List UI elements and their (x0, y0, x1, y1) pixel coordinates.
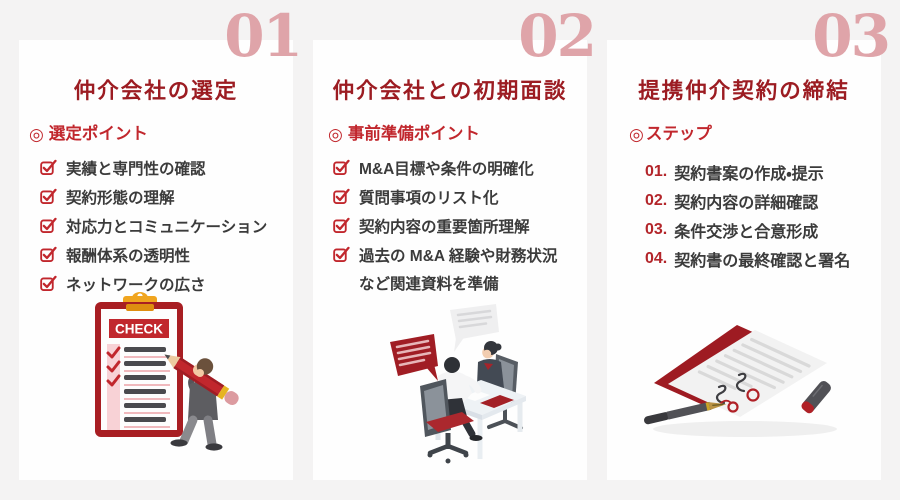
checkbox-check-icon (40, 217, 57, 234)
section-heading: ◎ ステップ (607, 124, 881, 145)
numbered-step-index: 02. (645, 191, 668, 209)
numbered-step-index: 01. (645, 162, 668, 180)
checklist-item-label: 対応力とコミュニケーション (66, 218, 268, 236)
step-panel-1: 01 仲介会社の選定 ◎ 選定ポイント 実績と専門性の確認 契約形態の理解 対応… (19, 7, 303, 480)
checklist: 実績と専門性の確認 契約形態の理解 対応力とコミュニケーション 報酬体系の透明性… (19, 153, 293, 298)
checklist-item-label: 報酬体系の透明性 (66, 247, 191, 265)
numbered-step-label: 契約書案の作成・提示 (674, 165, 824, 183)
numbered-step-index: 04. (645, 249, 668, 267)
checklist-item: 実績と専門性の確認 (40, 153, 293, 182)
checklist: M&A目標や条件の明確化 質問事項のリスト化 契約内容の重要箇所理解 過去の M… (313, 153, 587, 297)
numbered-step: 01. 契約書案の作成・提示 (645, 157, 881, 186)
section-heading-label: 選定ポイント (48, 125, 148, 144)
office-chair-left (420, 379, 474, 464)
checklist-item-continuation: など関連資料を準備 (333, 269, 587, 297)
numbered-steps: 01. 契約書案の作成・提示 02. 契約内容の詳細確認 03. 条件交渉と合意… (607, 157, 881, 273)
checkbox-check-icon (333, 246, 350, 263)
checklist-item: 質問事項のリスト化 (333, 182, 587, 211)
bullseye-icon: ◎ (29, 125, 44, 145)
hanko-stamp (801, 381, 831, 414)
clipboard: CHECK (95, 292, 183, 437)
checklist-item: M&A目標や条件の明確化 (333, 153, 587, 182)
checklist-item-label: ネットワークの広さ (66, 276, 206, 294)
person-head (193, 358, 214, 377)
checklist-item: 対応力とコミュニケーション (40, 211, 293, 240)
checklist-item-label: 質問事項のリスト化 (359, 189, 499, 207)
bullseye-icon: ◎ (328, 125, 343, 145)
checklist-item-label: M&A目標や条件の明確化 (359, 160, 534, 178)
contract-paper (668, 330, 827, 417)
speech-bubble-gray (450, 304, 499, 352)
meeting-illustration (368, 302, 528, 472)
checklist-item-label: 契約形態の理解 (66, 189, 175, 207)
panel-title: 提携仲介契約の締結 (638, 79, 850, 103)
numbered-step: 04. 契約書の最終確認と署名 (645, 244, 881, 273)
checklist-item: 過去の M&A 経験や財務状況 (333, 240, 587, 269)
step-panel-3: 03 提携仲介契約の締結 ◎ ステップ 01. 契約書案の作成・提示 02. 契… (607, 7, 891, 480)
section-heading: ◎ 選定ポイント (19, 124, 293, 145)
checklist-item-label: 実績と専門性の確認 (66, 160, 206, 178)
checklist-item: 契約形態の理解 (40, 182, 293, 211)
step-panel-2: 02 仲介会社との初期面談 ◎ 事前準備ポイント M&A目標や条件の明確化 質問… (313, 7, 597, 480)
section-heading-label: 事前準備ポイント (347, 125, 480, 144)
checkbox-check-icon (40, 188, 57, 205)
speech-bubble-red (390, 334, 438, 381)
shadow (653, 421, 837, 437)
panel-title: 仲介会社との初期面談 (332, 79, 568, 103)
checkbox-check-icon (40, 159, 57, 176)
step-number-watermark: 02 (518, 2, 597, 70)
numbered-step: 03. 条件交渉と合意形成 (645, 215, 881, 244)
panel-title: 仲介会社の選定 (73, 79, 239, 103)
checklist-item-label: 契約内容の重要箇所理解 (359, 218, 530, 236)
checklist-item-label: など関連資料を準備 (359, 276, 499, 294)
bullseye-icon: ◎ (629, 125, 644, 145)
checkbox-check-icon (333, 188, 350, 205)
signature-marks (715, 372, 760, 413)
checklist-item: ネットワークの広さ (40, 269, 293, 298)
fountain-pen (643, 401, 727, 425)
checklist-item-label: 過去の M&A 経験や財務状況 (359, 247, 558, 265)
numbered-step-label: 契約書の最終確認と署名 (674, 252, 851, 270)
checkbox-check-icon (40, 275, 57, 292)
checklist-item: 契約内容の重要箇所理解 (333, 211, 587, 240)
checkbox-check-icon (333, 217, 350, 234)
checkbox-check-icon (40, 246, 57, 263)
numbered-step-index: 03. (645, 220, 668, 238)
contract-illustration (627, 313, 857, 450)
checkbox-check-icon (333, 159, 350, 176)
section-heading-label: ステップ (645, 125, 712, 144)
section-heading: ◎ 事前準備ポイント (313, 124, 587, 145)
step-number-watermark: 03 (812, 2, 891, 70)
numbered-step-label: 条件交渉と合意形成 (674, 223, 819, 241)
numbered-step-label: 契約内容の詳細確認 (674, 194, 819, 212)
step-number-watermark: 01 (224, 2, 303, 70)
numbered-step: 02. 契約内容の詳細確認 (645, 186, 881, 215)
clipboard-illustration: CHECK (60, 292, 260, 474)
checklist-item: 報酬体系の透明性 (40, 240, 293, 269)
person-right (477, 341, 504, 388)
clipboard-check-label: CHECK (115, 322, 163, 337)
